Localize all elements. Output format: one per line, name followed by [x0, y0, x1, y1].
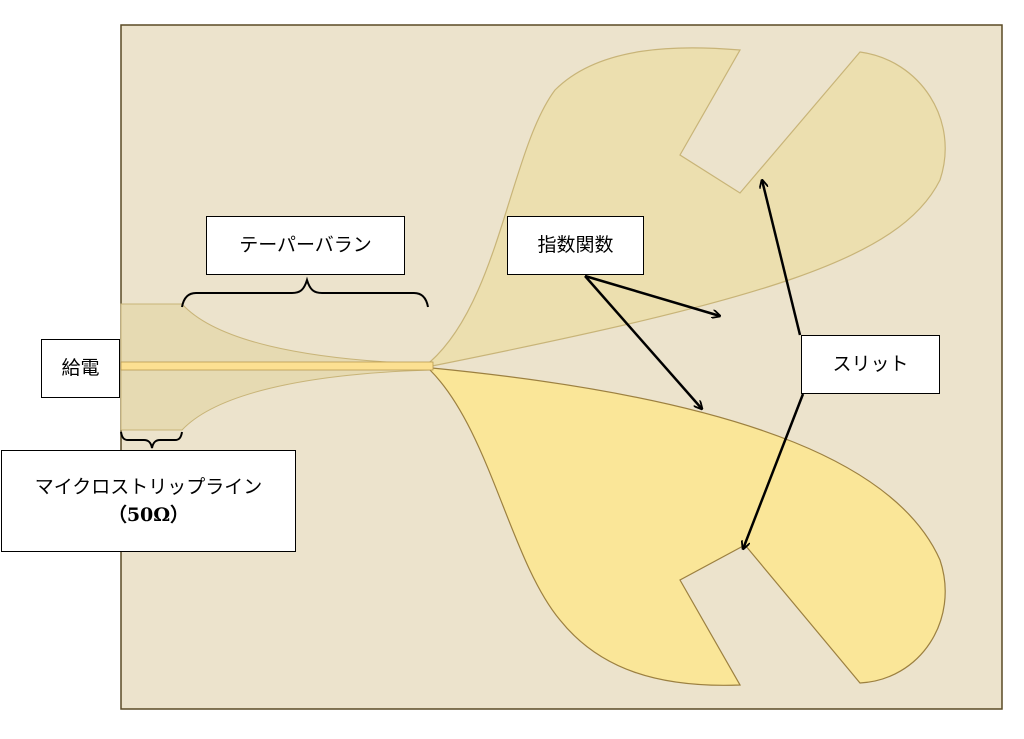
microstrip-width-brace [120, 431, 183, 449]
bottom-radiator [429, 367, 946, 686]
feed-label: 給電 [41, 339, 120, 398]
slit-text: スリット [832, 353, 909, 376]
taper-balun-label: テーパーバラン [206, 216, 405, 275]
slit-label: スリット [801, 335, 940, 394]
impedance-text: （50Ω） [107, 504, 190, 526]
taper-balun-brace [181, 276, 429, 308]
exponential-label: 指数関数 [507, 216, 644, 275]
taper-balun-text: テーパーバラン [239, 234, 372, 257]
feed-text: 給電 [61, 357, 100, 380]
exponential-arrow-bottom [584, 275, 702, 409]
exponential-arrow-top [584, 274, 720, 316]
microstrip-line-text: マイクロストリップライン [34, 475, 263, 498]
microstrip-feed-line [120, 361, 434, 371]
exponential-text: 指数関数 [537, 234, 614, 257]
slit-arrow-bottom [743, 393, 805, 549]
top-radiator [429, 47, 946, 367]
microstrip-line-label: マイクロストリップライン （50Ω） [1, 450, 296, 552]
slit-arrow-top [762, 180, 802, 336]
